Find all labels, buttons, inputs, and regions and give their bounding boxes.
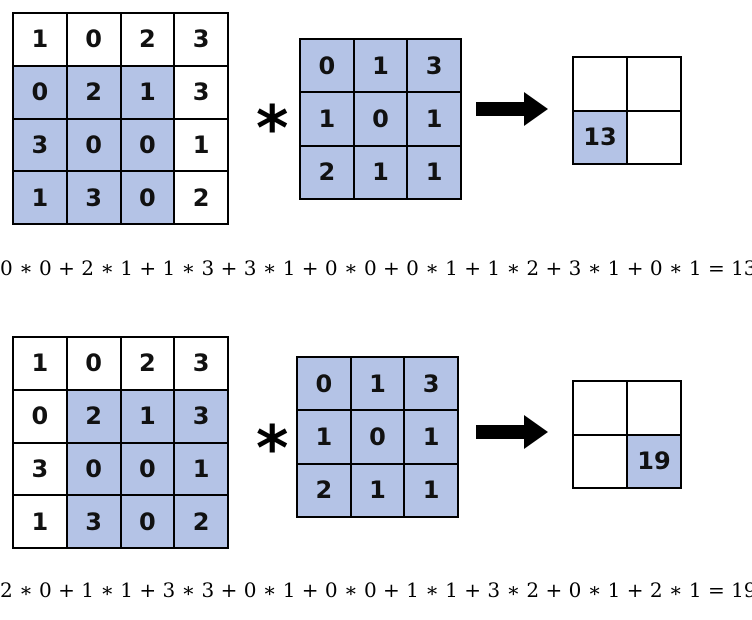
- matrix-cell: 0: [65, 117, 122, 173]
- matrix-cell: 1: [12, 12, 68, 67]
- matrix-cell: 0: [296, 355, 352, 412]
- matrix-cell: 2: [296, 462, 352, 519]
- matrix-cell: 1: [173, 441, 229, 497]
- computation-equation-1: 0 ∗ 0 + 2 ∗ 1 + 1 ∗ 3 + 3 ∗ 1 + 0 ∗ 0 + …: [0, 256, 752, 280]
- convolution-operator-2: *: [256, 412, 289, 485]
- matrix-cell: 1: [352, 37, 409, 94]
- matrix-cell: [572, 56, 628, 112]
- matrix-cell: 13: [572, 109, 628, 165]
- matrix-cell: 1: [299, 91, 355, 147]
- computation-equation-2: 2 ∗ 0 + 1 ∗ 1 + 3 ∗ 3 + 0 ∗ 1 + 0 ∗ 0 + …: [0, 578, 752, 602]
- matrix-cell: 1: [406, 144, 462, 201]
- matrix-cell: 0: [12, 64, 68, 120]
- matrix-cell: 0: [119, 494, 176, 549]
- matrix-cell: 1: [12, 336, 68, 391]
- matrix-row: [572, 380, 682, 436]
- matrix-cell: 1: [119, 388, 176, 444]
- matrix-cell: [572, 380, 628, 436]
- matrix-row: 13: [572, 109, 682, 165]
- arrow-right-icon: [476, 415, 548, 449]
- matrix-cell: 0: [65, 336, 122, 391]
- matrix-cell: 0: [349, 409, 406, 465]
- matrix-cell: 1: [403, 409, 459, 465]
- matrix-cell: 1: [296, 409, 352, 465]
- matrix-cell: 1: [403, 462, 459, 519]
- matrix-cell: 3: [173, 388, 229, 444]
- matrix-cell: 2: [173, 494, 229, 549]
- matrix-cell: 1: [352, 144, 409, 201]
- matrix-cell: 1: [119, 64, 176, 120]
- matrix-cell: 19: [626, 433, 682, 489]
- matrix-cell: 2: [173, 170, 229, 225]
- matrix-cell: 3: [173, 12, 229, 67]
- matrix-cell: 1: [173, 117, 229, 173]
- matrix-cell: [626, 109, 682, 165]
- matrix-cell: 0: [352, 91, 409, 147]
- matrix-cell: 0: [299, 37, 355, 94]
- matrix-cell: [572, 433, 628, 489]
- matrix-cell: 3: [12, 441, 68, 497]
- arrow-right-icon: [476, 92, 548, 126]
- output-matrix-2: 19: [572, 380, 682, 489]
- matrix-cell: 1: [406, 91, 462, 147]
- output-matrix-1: 13: [572, 56, 682, 165]
- matrix-cell: 0: [65, 12, 122, 67]
- matrix-cell: 3: [173, 336, 229, 391]
- matrix-cell: 3: [65, 494, 122, 549]
- matrix-cell: 1: [12, 170, 68, 225]
- matrix-cell: 3: [406, 37, 462, 94]
- matrix-cell: 2: [65, 388, 122, 444]
- convolution-operator-1: *: [256, 92, 289, 165]
- matrix-cell: 2: [299, 144, 355, 201]
- matrix-cell: 3: [173, 64, 229, 120]
- matrix-cell: 0: [12, 388, 68, 444]
- matrix-cell: 0: [119, 117, 176, 173]
- matrix-cell: 0: [119, 441, 176, 497]
- matrix-cell: [626, 56, 682, 112]
- matrix-row: [572, 56, 682, 112]
- matrix-cell: 3: [65, 170, 122, 225]
- matrix-cell: 3: [403, 355, 459, 412]
- matrix-row: 19: [572, 433, 682, 489]
- matrix-cell: 2: [65, 64, 122, 120]
- matrix-cell: 1: [349, 355, 406, 412]
- matrix-cell: 3: [12, 117, 68, 173]
- matrix-cell: 1: [12, 494, 68, 549]
- matrix-cell: [626, 380, 682, 436]
- matrix-cell: 2: [119, 12, 176, 67]
- matrix-cell: 2: [119, 336, 176, 391]
- matrix-cell: 0: [119, 170, 176, 225]
- matrix-cell: 0: [65, 441, 122, 497]
- matrix-cell: 1: [349, 462, 406, 519]
